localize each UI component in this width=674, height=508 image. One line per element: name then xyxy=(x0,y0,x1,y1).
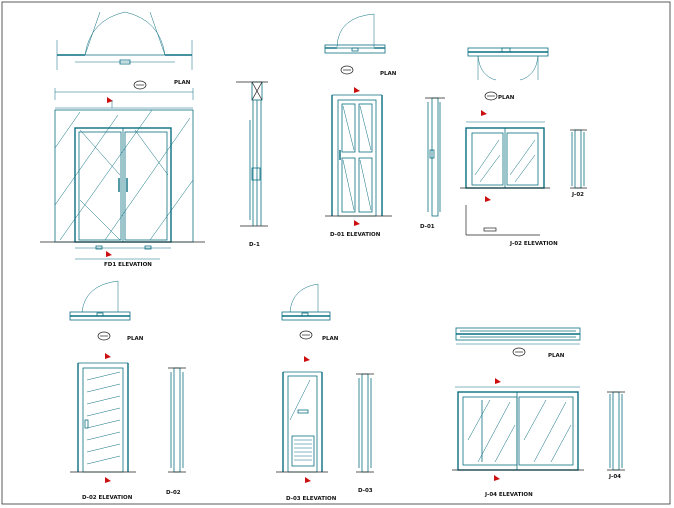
j02-elevation-label: J-02 ELEVATION xyxy=(509,241,558,247)
fd1-elevation-label: FD1 ELEVATION xyxy=(104,262,152,268)
plan-label-d02: PLAN xyxy=(127,336,144,342)
d03-elevation xyxy=(276,356,328,483)
fd1-side-label: D-1 xyxy=(249,242,260,248)
j02-side-section xyxy=(570,129,587,189)
j02-plan xyxy=(467,47,549,101)
plan-label-j04: PLAN xyxy=(548,353,565,359)
fd1-plan xyxy=(54,11,194,100)
j04-plan xyxy=(455,327,581,357)
plan-label-j02: PLAN xyxy=(498,95,515,101)
d02-plan xyxy=(69,280,131,341)
plan-label-d03: PLAN xyxy=(322,336,339,342)
d02-side-section xyxy=(168,367,186,473)
j04-elevation-label: J-04 ELEVATION xyxy=(484,492,533,498)
j04-side-section xyxy=(607,391,625,471)
d01-side-section xyxy=(425,97,445,217)
j04-side-label: J-04 xyxy=(608,474,621,480)
d01-plan xyxy=(324,13,386,75)
plan-label-fd1: PLAN xyxy=(174,80,191,86)
d01-elevation xyxy=(325,87,392,226)
j02-elevation xyxy=(460,110,550,236)
fd1-side-section xyxy=(236,81,268,227)
d03-side-label: D-03 xyxy=(358,488,373,494)
d02-elevation xyxy=(70,353,136,483)
d03-plan xyxy=(281,283,331,340)
d02-side-label: D-02 xyxy=(166,490,181,496)
d02-elevation-label: D-02 ELEVATION xyxy=(82,495,133,501)
j02-side-label: J-02 xyxy=(571,192,584,198)
d03-elevation-label: D-03 ELEVATION xyxy=(286,496,337,502)
fd1-elevation xyxy=(40,97,205,260)
d01-elevation-label: D-01 ELEVATION xyxy=(330,232,381,238)
d03-side-section xyxy=(356,373,374,473)
j04-elevation xyxy=(452,378,584,481)
d01-side-label: D-01 xyxy=(420,224,435,230)
plan-label-d01: PLAN xyxy=(380,71,397,77)
